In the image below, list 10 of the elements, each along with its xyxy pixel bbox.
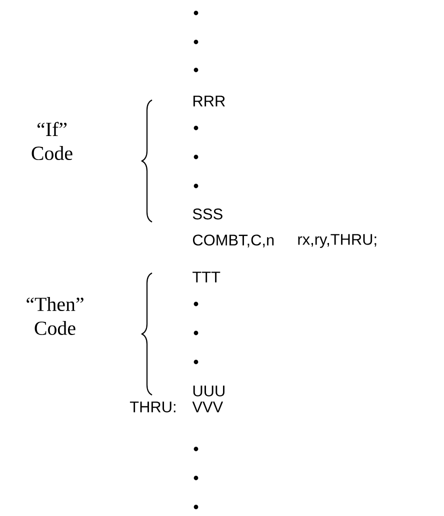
code-line: SSS — [192, 208, 222, 220]
code-line: TTT — [192, 272, 220, 282]
code-line: VVV — [192, 402, 224, 412]
code-line: rx,ry,THRU; — [298, 234, 376, 248]
code-line: THRU: — [130, 402, 176, 412]
code-line: COMBT,C,n — [192, 234, 274, 248]
code-section-label: “If” Code — [32, 122, 72, 160]
code-section-label: “Then” Code — [26, 297, 84, 335]
code-line: UUU — [193, 386, 224, 396]
code-line: RRR — [193, 96, 225, 106]
